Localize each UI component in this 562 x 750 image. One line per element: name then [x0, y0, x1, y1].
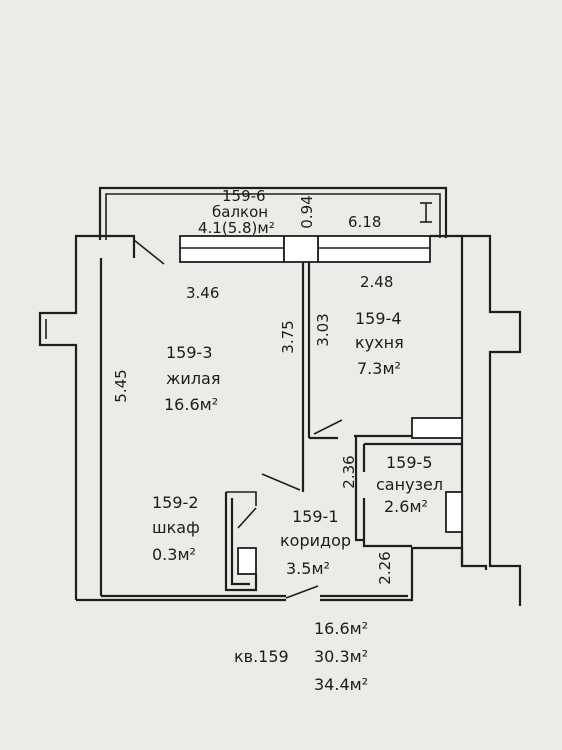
closet-name: шкаф	[152, 518, 200, 537]
dim-kitchen-depth: 3.03	[314, 313, 332, 346]
dim-living-width: 3.46	[186, 284, 219, 302]
room-corridor: 159-1 коридор 3.5м²	[280, 507, 351, 578]
bathroom-area: 2.6м²	[384, 497, 428, 516]
living-area: 16.6м²	[164, 395, 218, 414]
bathroom-number: 159-5	[386, 453, 433, 472]
closet-number: 159-2	[152, 493, 199, 512]
summary-apartment: кв.159	[234, 647, 289, 666]
room-closet: 159-2 шкаф 0.3м²	[152, 493, 200, 564]
balcony-number: 159-6	[222, 187, 266, 205]
summary-total-area: 30.3м²	[314, 647, 368, 666]
living-name: жилая	[166, 369, 220, 388]
balcony-name: балкон	[212, 203, 268, 221]
dimension-labels: 0.94 6.18 3.46 2.48 3.75 3.03 5.45 2.36 …	[112, 195, 394, 584]
kitchen-name: кухня	[355, 333, 404, 352]
balcony-outline	[98, 186, 448, 240]
room-kitchen: 159-4 кухня 7.3м²	[355, 309, 404, 378]
kitchen-area: 7.3м²	[357, 359, 401, 378]
area-summary: 16.6м² кв.159 30.3м² 34.4м²	[234, 619, 368, 694]
dim-living-left: 5.45	[112, 369, 130, 402]
balcony-wall	[179, 235, 431, 263]
bathroom-name: санузел	[376, 475, 443, 494]
living-number: 159-3	[166, 343, 213, 362]
kitchen-number: 159-4	[355, 309, 402, 328]
room-living: 159-3 жилая 16.6м²	[164, 343, 220, 414]
closet-area: 0.3м²	[152, 545, 196, 564]
summary-living-area: 16.6м²	[314, 619, 368, 638]
outer-walls	[38, 234, 522, 606]
summary-total-with-balcony: 34.4м²	[314, 675, 368, 694]
room-balcony: 159-6 балкон 4.1(5.8)м²	[198, 187, 275, 237]
dim-kitchen-width: 2.48	[360, 273, 393, 291]
dim-corridor-upper: 2.36	[340, 455, 358, 488]
corridor-area: 3.5м²	[286, 559, 330, 578]
dim-balcony-width: 6.18	[348, 213, 381, 231]
room-bathroom: 159-5 санузел 2.6м²	[376, 453, 443, 516]
corridor-name: коридор	[280, 531, 351, 550]
balcony-area: 4.1(5.8)м²	[198, 219, 275, 237]
corridor-number: 159-1	[292, 507, 339, 526]
dim-living-depth: 3.75	[279, 320, 297, 353]
interior-walls	[133, 239, 463, 599]
dim-corridor-lower: 2.26	[376, 551, 394, 584]
dim-balcony-depth: 0.94	[298, 195, 316, 228]
